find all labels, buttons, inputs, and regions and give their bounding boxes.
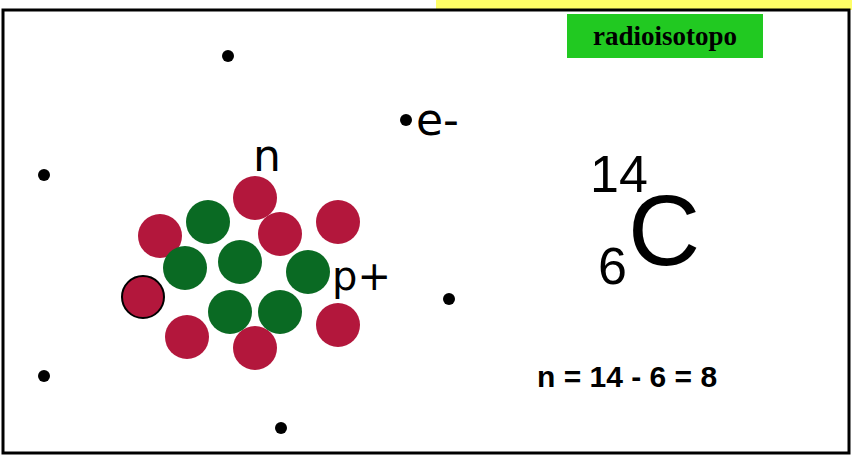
electron-label: e- [416, 98, 459, 142]
nucleus [122, 176, 360, 370]
element-symbol: C [628, 180, 700, 280]
atomic-number: 6 [598, 240, 627, 292]
node-text: radioisotopo [593, 21, 737, 52]
isotope-tag: radioisotopo [567, 14, 763, 58]
neutron-label: n [253, 134, 281, 178]
neutron-formula: n = 14 - 6 = 8 [537, 362, 717, 392]
proton-label: p+ [332, 256, 391, 296]
frame [3, 10, 849, 453]
electron-dots [38, 50, 455, 434]
